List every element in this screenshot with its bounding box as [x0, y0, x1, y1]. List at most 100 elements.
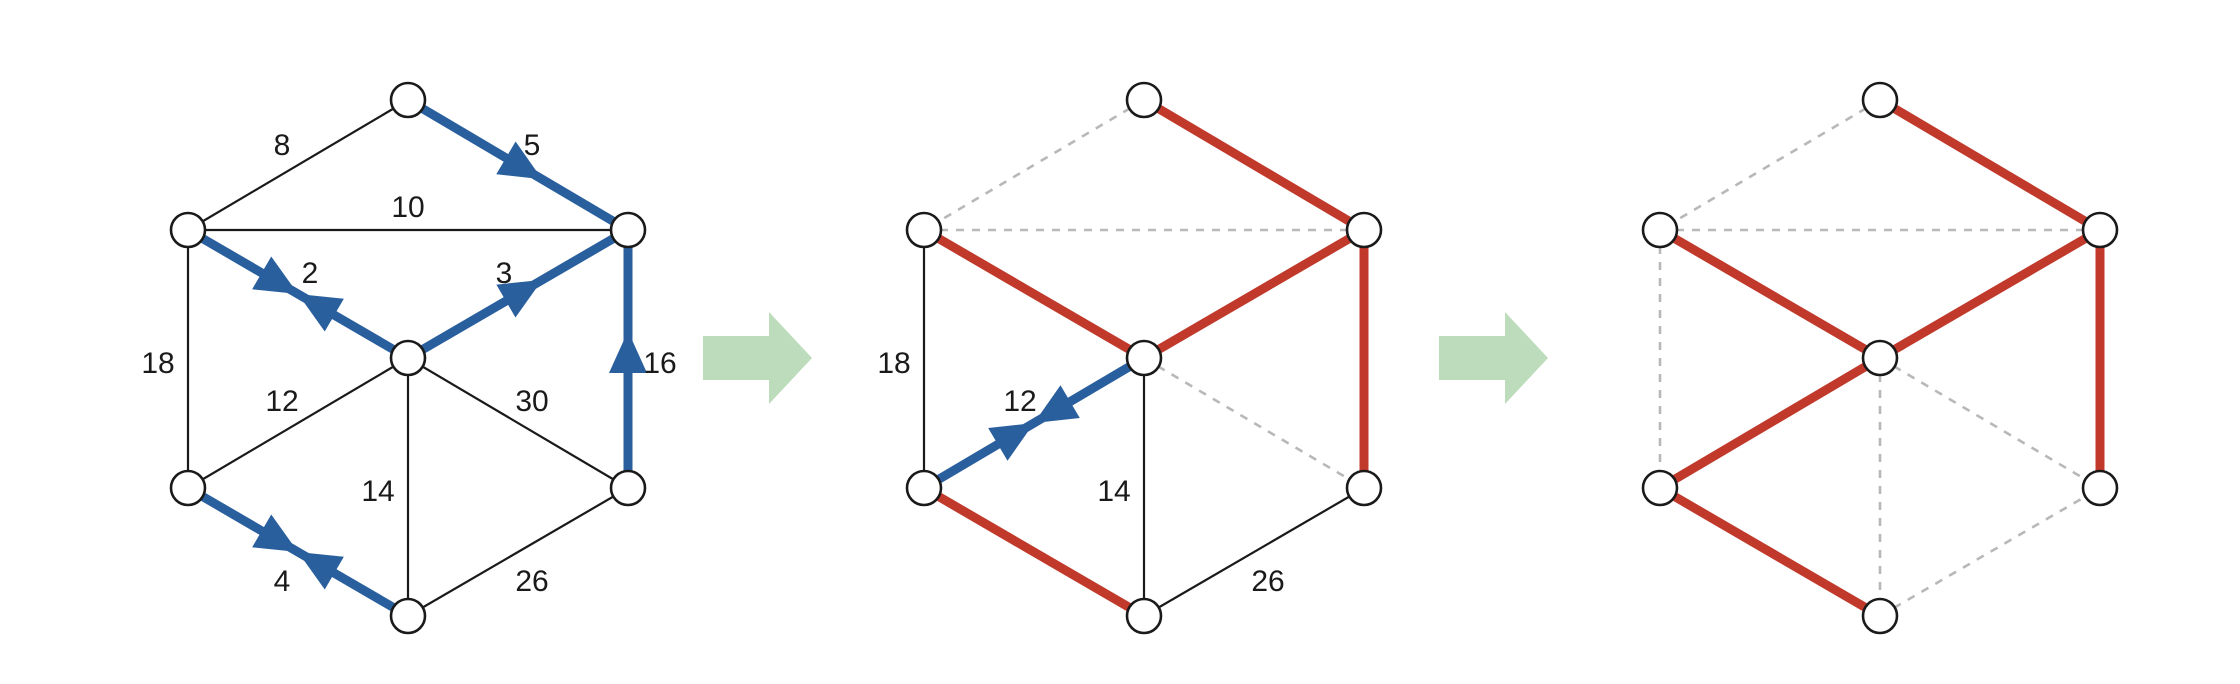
- edge-weight-label: 26: [1251, 565, 1284, 598]
- edge-c-ll: 12: [921, 354, 1147, 492]
- edge-arrowhead: [298, 552, 344, 590]
- edge-ur-c: [1877, 226, 2103, 362]
- edge-c-bot: 14: [361, 358, 410, 616]
- edge-top-ur: [1141, 96, 1367, 234]
- edge-line: [1141, 96, 1367, 234]
- node-ur: [609, 211, 647, 249]
- edge-arrowhead: [609, 331, 647, 373]
- edge-line: [1143, 356, 1365, 490]
- node-lr: [1345, 469, 1383, 507]
- node-ul: [169, 211, 207, 249]
- node-c: [1861, 339, 1899, 377]
- edge-line: [923, 98, 1145, 232]
- edge-ul-c: [921, 226, 1147, 362]
- edge-ll-bot: [1657, 484, 1883, 620]
- arrow-1-shape: [703, 312, 812, 404]
- node-lr: [609, 469, 647, 507]
- node-c: [389, 339, 427, 377]
- edge-weight-label: 12: [265, 385, 298, 418]
- node-ll: [169, 469, 207, 507]
- edge-arrowhead: [496, 141, 543, 180]
- edge-arrowhead: [496, 279, 543, 318]
- edge-arrowhead: [298, 294, 344, 332]
- edge-ur-c: [1141, 226, 1367, 362]
- edge-ur-lr: 16: [609, 230, 677, 488]
- edge-top-ul: [923, 98, 1145, 232]
- edge-c-lr: 30: [407, 357, 629, 489]
- edge-weight-label: 8: [274, 129, 291, 162]
- edge-arrowhead: [252, 514, 298, 552]
- edge-bot-lr: [1879, 486, 2101, 618]
- edge-ul-ll: 18: [141, 230, 190, 488]
- node-ur: [2081, 211, 2119, 249]
- edge-weight-label: 18: [141, 347, 174, 380]
- edge-c-lr: [1143, 356, 1365, 490]
- node-top: [1125, 81, 1163, 119]
- edge-weight-label: 16: [643, 347, 676, 380]
- edge-arrowhead: [252, 256, 298, 294]
- edge-line: [921, 484, 1147, 620]
- node-ll: [905, 469, 943, 507]
- node-top: [1861, 81, 1899, 119]
- node-bot: [389, 597, 427, 635]
- edge-ur-c: 3: [405, 226, 631, 362]
- panel-3: [1641, 81, 2119, 635]
- edge-line: [1659, 98, 1881, 232]
- edge-ul-c: [1657, 226, 1883, 362]
- edge-top-ul: 8: [187, 99, 409, 231]
- edge-line: [187, 357, 409, 489]
- edge-line: [187, 99, 409, 231]
- edge-line: [1657, 226, 1883, 362]
- edge-bot-lr: 26: [407, 487, 629, 617]
- edge-weight-label: 14: [361, 475, 394, 508]
- node-ur: [1345, 211, 1383, 249]
- panel-1: 8 10 18 12 30 14 26 5 2 3 16 4: [141, 81, 677, 635]
- edge-weight-label: 12: [1003, 385, 1036, 418]
- edge-line: [1877, 226, 2103, 362]
- node-ul: [905, 211, 943, 249]
- node-ll: [1641, 469, 1679, 507]
- node-bot: [1861, 597, 1899, 635]
- node-c: [1125, 339, 1163, 377]
- edge-line: [1141, 226, 1367, 362]
- edge-arrowhead: [988, 423, 1034, 461]
- edge-top-ur: [1877, 96, 2103, 234]
- edge-c-ll: [1657, 354, 1883, 492]
- node-top: [389, 81, 427, 119]
- edge-arrowhead: [1034, 385, 1080, 423]
- edge-weight-label: 30: [515, 385, 548, 418]
- edge-top-ul: [1659, 98, 1881, 232]
- node-lr: [2081, 469, 2119, 507]
- edge-weight-label: 2: [302, 257, 319, 290]
- edge-ll-bot: 4: [185, 484, 411, 620]
- node-ul: [1641, 211, 1679, 249]
- edge-line: [921, 226, 1147, 362]
- edge-weight-label: 10: [391, 191, 424, 224]
- edge-weight-label: 14: [1097, 475, 1130, 508]
- edge-c-ll: 12: [187, 357, 409, 489]
- edge-ul-ll: 18: [877, 230, 926, 488]
- edge-weight-label: 18: [877, 347, 910, 380]
- edge-ll-bot: [921, 484, 1147, 620]
- edge-c-bot: 14: [1097, 358, 1146, 616]
- edge-weight-label: 4: [274, 565, 291, 598]
- node-bot: [1125, 597, 1163, 635]
- edge-top-ur: 5: [405, 96, 631, 234]
- edge-line: [1879, 486, 2101, 618]
- edge-ul-ur: 10: [188, 191, 628, 232]
- panel-2: 18 14 26 12: [877, 81, 1383, 635]
- edge-line: [1879, 356, 2101, 490]
- edge-line: [1657, 484, 1883, 620]
- edge-line: [407, 357, 629, 489]
- edge-weight-label: 3: [496, 257, 513, 290]
- edge-c-lr: [1879, 356, 2101, 490]
- arrow-2-shape: [1439, 312, 1548, 404]
- edge-line: [1877, 96, 2103, 234]
- edge-line: [407, 487, 629, 617]
- edge-bot-lr: 26: [1143, 487, 1365, 617]
- edge-line: [1657, 354, 1883, 492]
- edge-ul-c: 2: [185, 226, 411, 362]
- edge-line: [1143, 487, 1365, 617]
